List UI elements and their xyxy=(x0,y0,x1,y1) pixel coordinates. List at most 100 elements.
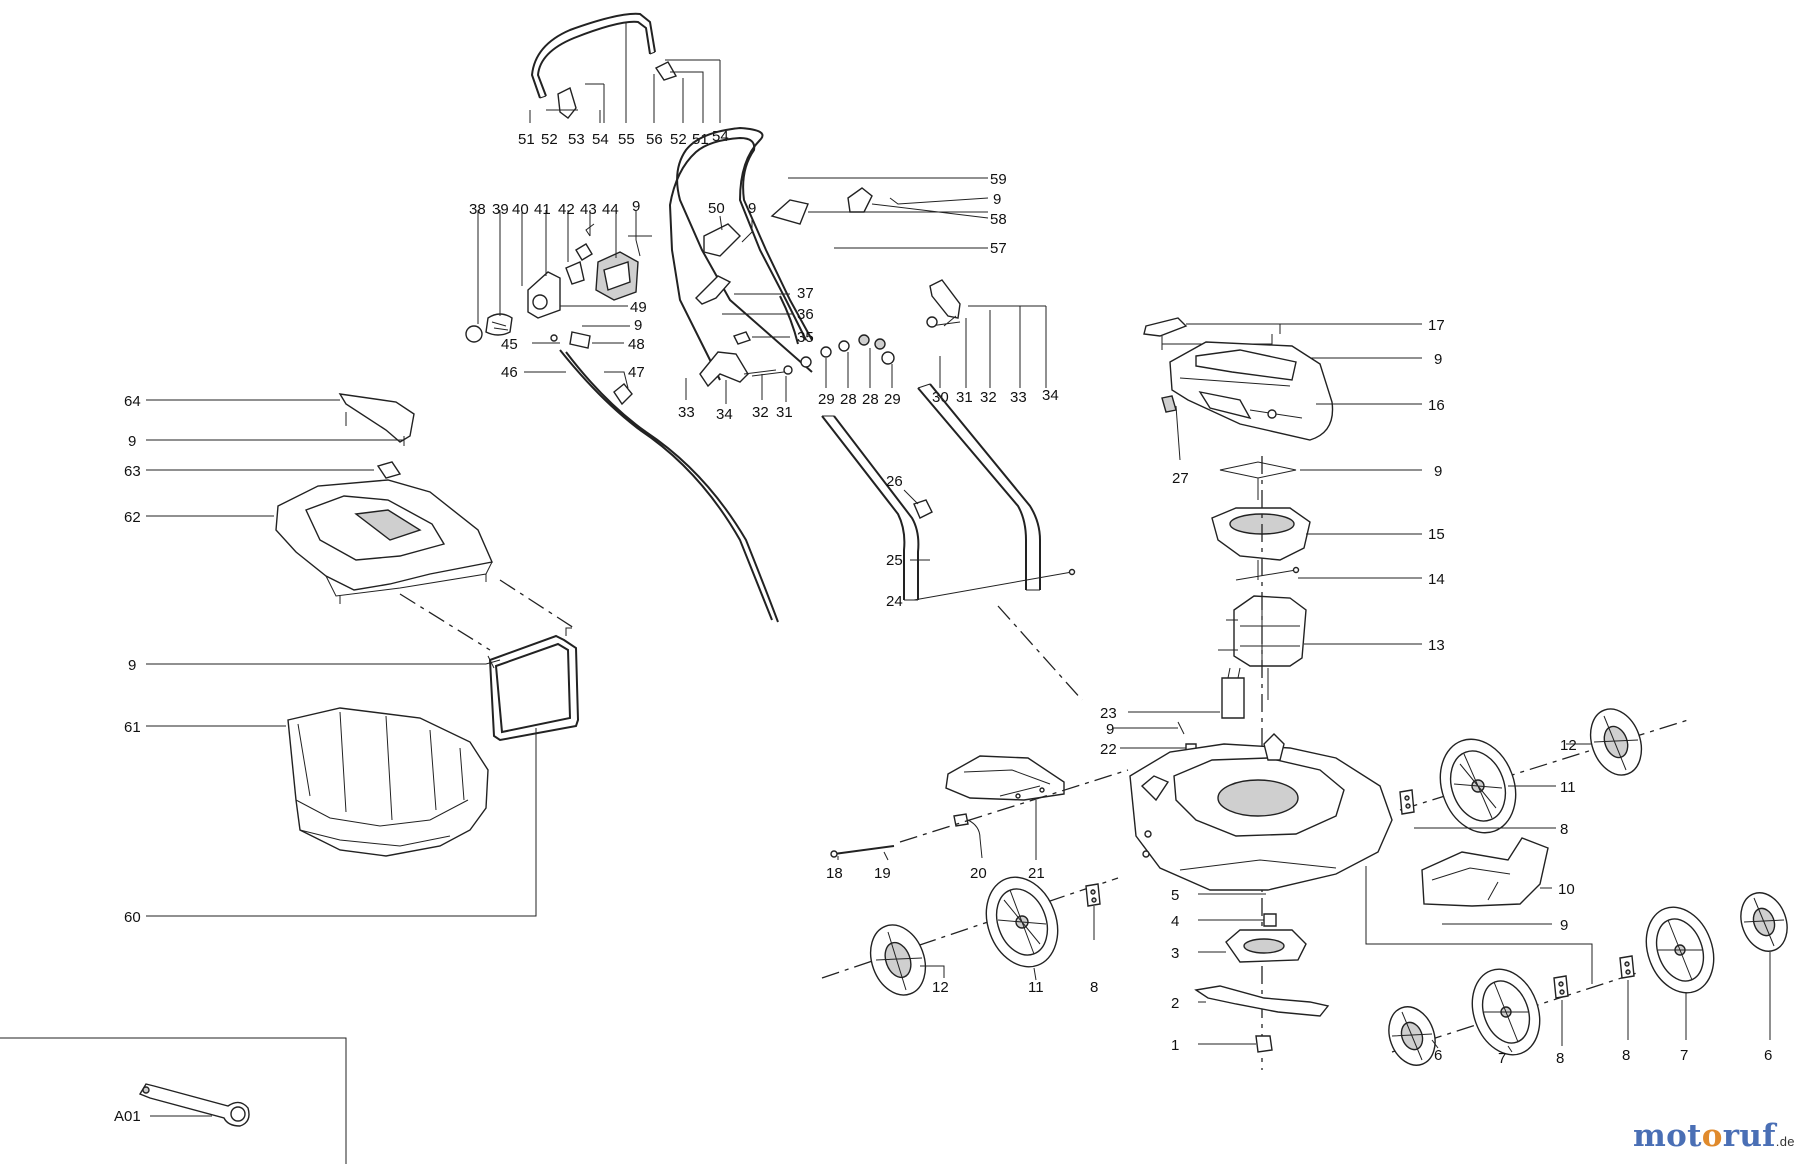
label-39: 39 xyxy=(492,201,509,218)
bolt-24 xyxy=(1068,568,1076,576)
dash-cable-to-deck xyxy=(899,769,1129,843)
power-cable-46 xyxy=(559,349,779,623)
bracket-8b xyxy=(1399,789,1556,829)
locking-knob-right xyxy=(926,279,961,328)
label-1: 1 xyxy=(1171,1037,1179,1054)
label-10: 10 xyxy=(1558,881,1575,898)
cable-18-19 xyxy=(830,845,895,861)
label-21: 21 xyxy=(1028,865,1045,882)
cable-clip-58 xyxy=(847,187,989,219)
leader-11a xyxy=(1033,967,1037,981)
label-18: 18 xyxy=(826,865,843,882)
label-64: 64 xyxy=(124,393,141,410)
bracket-line-deck xyxy=(1365,866,1593,984)
label-9-top: 9 xyxy=(632,198,640,215)
wheel-11a xyxy=(985,876,1059,968)
hubcap-12b xyxy=(1589,708,1643,776)
label-8: 8 xyxy=(1090,979,1098,996)
label-33: 33 xyxy=(678,404,695,421)
label-9-50: 9 xyxy=(748,200,756,217)
dash-front-axle-left xyxy=(821,877,1119,979)
label-9-64: 9 xyxy=(128,433,136,450)
label-42: 42 xyxy=(558,201,575,218)
label-7: 7 xyxy=(1498,1050,1506,1067)
screws-14 xyxy=(1235,560,1300,581)
clip-26 xyxy=(903,489,933,519)
brand-logo: motoruf.de xyxy=(1633,1118,1795,1154)
label-61: 61 xyxy=(124,719,141,736)
label-54: 54 xyxy=(592,131,609,148)
dash-handle-to-deck xyxy=(997,605,1083,701)
cable-clip-59 xyxy=(770,199,988,225)
motor-cover-16 xyxy=(1169,341,1422,441)
wheel-11b xyxy=(1439,738,1517,834)
leaders-38-44 xyxy=(477,210,617,324)
label-36: 36 xyxy=(797,306,814,323)
label-8b: 8 xyxy=(1560,821,1568,838)
hubcap-6b xyxy=(1740,892,1788,1040)
grass-box-lid-62 xyxy=(146,479,493,604)
switch-lever-37 xyxy=(695,275,790,305)
label-56: 56 xyxy=(646,131,663,148)
screws-9-64 xyxy=(146,412,405,446)
leaders-33-28 xyxy=(685,305,1047,404)
label-4: 4 xyxy=(1171,913,1179,930)
label-33b: 33 xyxy=(1010,389,1027,406)
screw-9-r1 xyxy=(889,197,989,205)
blade-2 xyxy=(1194,985,1330,1017)
label-15: 15 xyxy=(1428,526,1445,543)
capacitor-23 xyxy=(1128,667,1245,719)
label-13: 13 xyxy=(1428,637,1445,654)
label-8d: 8 xyxy=(1622,1047,1630,1064)
label-59: 59 xyxy=(990,171,1007,188)
leader-49 xyxy=(560,305,630,327)
label-27: 27 xyxy=(1172,470,1189,487)
top-handle-bar xyxy=(530,12,656,99)
label-8c: 8 xyxy=(1556,1050,1564,1067)
label-38: 38 xyxy=(469,201,486,218)
label-57: 57 xyxy=(990,240,1007,257)
blade-bolt-1 xyxy=(1198,1035,1273,1053)
dash-lid-to-frame xyxy=(399,593,491,651)
leader-24 xyxy=(913,571,1073,601)
label-52: 52 xyxy=(541,131,558,148)
label-12: 12 xyxy=(932,979,949,996)
plug-47 xyxy=(604,371,633,406)
label-52b: 52 xyxy=(670,131,687,148)
label-47: 47 xyxy=(628,364,645,381)
label-11: 11 xyxy=(1028,979,1044,996)
wheel-7a xyxy=(1471,968,1541,1056)
hubcap-6a xyxy=(1388,1006,1439,1066)
label-16: 16 xyxy=(1428,397,1445,414)
handle-grip-17 xyxy=(1143,317,1281,337)
label-26: 26 xyxy=(886,473,903,490)
label-51: 51 xyxy=(518,131,535,148)
label-49: 49 xyxy=(630,299,647,316)
upper-handle xyxy=(668,126,813,381)
adapter-4 xyxy=(1198,913,1277,927)
grass-bag-61 xyxy=(146,707,489,857)
label-58: 58 xyxy=(990,211,1007,228)
bracket-8a xyxy=(1085,883,1101,940)
label-55: 55 xyxy=(618,131,635,148)
label-2: 2 xyxy=(1171,995,1179,1012)
label-28: 28 xyxy=(840,391,857,408)
top-labels-line xyxy=(585,22,627,123)
label-62: 62 xyxy=(124,509,141,526)
leader-9-top xyxy=(628,210,652,257)
label-25: 25 xyxy=(886,552,903,569)
label-24: 24 xyxy=(886,593,903,610)
clip-35 xyxy=(733,331,790,345)
label-41: 41 xyxy=(534,201,551,218)
wrench-a01 xyxy=(138,1083,250,1127)
label-34b: 34 xyxy=(1042,387,1059,404)
label-9-10: 9 xyxy=(1560,917,1568,934)
indicator-63 xyxy=(146,461,402,479)
label-46: 46 xyxy=(501,364,518,381)
label-19: 19 xyxy=(874,865,891,882)
label-37: 37 xyxy=(797,285,814,302)
label-7b: 7 xyxy=(1680,1047,1688,1064)
label-17: 17 xyxy=(1428,317,1445,334)
fan-3 xyxy=(1198,929,1307,963)
label-63: 63 xyxy=(124,463,141,480)
